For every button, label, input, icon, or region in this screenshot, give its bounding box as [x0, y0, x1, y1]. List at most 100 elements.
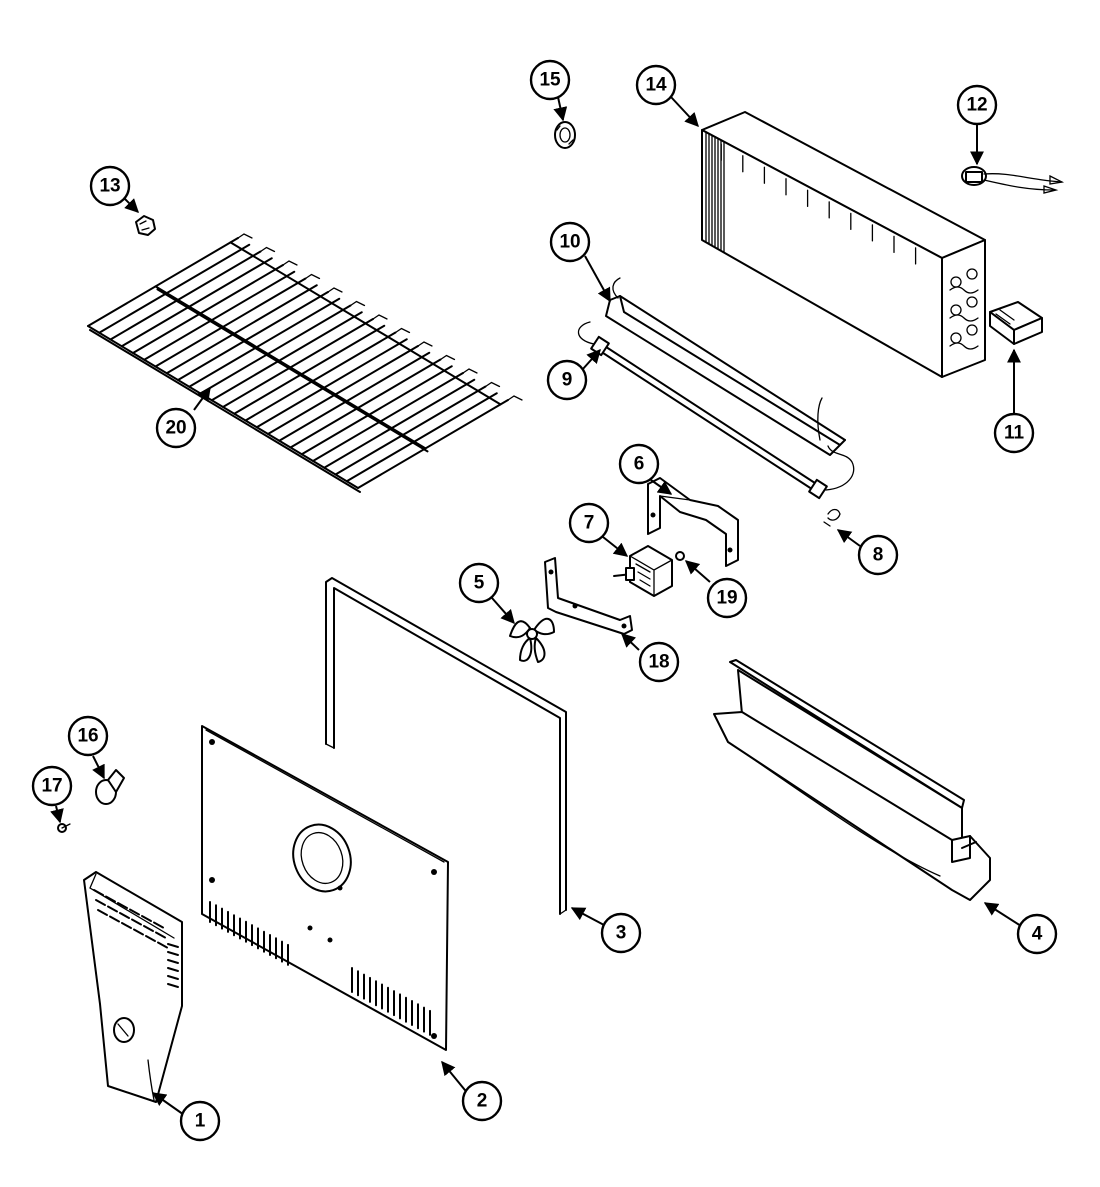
shelf-wire — [334, 385, 487, 476]
gasket — [325, 577, 567, 915]
shelf-wire — [255, 338, 408, 429]
control-knob — [95, 769, 125, 805]
shelf-wire-end — [259, 246, 276, 253]
shelf-wire — [267, 345, 419, 435]
callout-11-label: 11 — [1004, 423, 1025, 444]
shelf-wire — [98, 243, 251, 334]
shelf-wire — [132, 264, 284, 354]
defrost-heater — [577, 321, 855, 500]
defrost-trough — [605, 277, 846, 456]
shelf-wire — [323, 378, 476, 469]
callout-9-label: 9 — [562, 370, 573, 391]
cover-vent-slot — [157, 941, 168, 949]
callout-6-label: 6 — [634, 454, 645, 475]
callout-14: 14 — [635, 64, 677, 106]
cover-vent-slot — [167, 967, 179, 972]
cover-vent-slot — [95, 899, 106, 906]
shelf-clip — [135, 215, 156, 236]
shelf-wire — [143, 270, 296, 361]
shelf-wire — [87, 237, 239, 327]
shelf-wire — [244, 331, 397, 422]
cover-vent-slot — [167, 983, 179, 988]
callout-4-label: 4 — [1032, 924, 1043, 945]
callout-15-label: 15 — [539, 70, 561, 91]
shelf-wire-end — [417, 341, 433, 347]
wire-shelf — [87, 233, 523, 493]
cover-vent-slot — [167, 951, 179, 956]
shelf-wire — [345, 392, 498, 483]
cover-vent-slot — [107, 905, 118, 913]
cover-vent-slot — [143, 925, 154, 932]
callout-20-label: 20 — [165, 418, 186, 439]
cover-vent-slot — [133, 928, 144, 936]
cover-vent-slot — [167, 943, 179, 948]
callout-3: 3 — [600, 912, 642, 954]
fan-blade — [509, 618, 555, 663]
shelf-wire — [233, 324, 386, 415]
shelf-wire-end — [439, 354, 456, 361]
callout-10: 10 — [549, 221, 591, 263]
cover-vent-slot — [119, 912, 130, 919]
leader-lines — [50, 96, 1022, 1118]
motor-mount-bracket — [544, 557, 633, 635]
callout-7: 7 — [568, 502, 610, 544]
callout-1: 1 — [179, 1100, 221, 1142]
callout-6: 6 — [618, 443, 660, 485]
shelf-wire-end — [237, 233, 253, 239]
callout-2: 2 — [461, 1080, 503, 1122]
shelf-wire — [300, 365, 453, 456]
grommet — [554, 121, 576, 149]
shelf-wire — [199, 304, 352, 395]
shelf-wire — [154, 277, 307, 368]
shelf-wire — [109, 250, 262, 341]
shelf-wire — [289, 358, 442, 449]
spacer — [675, 551, 685, 561]
drip-tray — [713, 659, 991, 901]
cover-vent-slot — [117, 902, 128, 909]
shelf-wire — [177, 291, 329, 381]
cover-vent-slot — [141, 915, 152, 922]
shelf-cross-rail — [154, 285, 427, 450]
callout-11: 11 — [993, 412, 1035, 454]
callout-19-label: 19 — [716, 588, 737, 609]
cover-vent-slot — [97, 909, 108, 916]
shelf-front-rail — [89, 329, 361, 493]
callout-12-label: 12 — [966, 95, 987, 116]
callout-13: 13 — [89, 165, 131, 207]
shelf-wire — [188, 297, 341, 388]
cover-vent-slot — [167, 975, 179, 980]
evaporator — [701, 111, 986, 378]
callout-16: 16 — [67, 715, 109, 757]
shelf-wire-end — [462, 368, 478, 374]
callout-12: 12 — [956, 84, 998, 126]
fan-motor-bracket — [647, 477, 739, 567]
fan-motor — [613, 545, 673, 597]
screw — [57, 823, 71, 833]
shelf-wire — [210, 311, 363, 402]
shelf-wire-end — [304, 273, 321, 280]
callout-9: 9 — [546, 359, 588, 401]
shelf-front-rail — [87, 325, 359, 489]
callout-18-label: 18 — [648, 652, 669, 673]
callout-7-label: 7 — [584, 513, 595, 534]
cover-vent-slot — [131, 918, 142, 926]
shelf-wire — [278, 351, 431, 442]
cover-vent-slot — [109, 915, 120, 923]
defrost-thermostat — [961, 166, 1065, 194]
cover-vent-slot — [167, 959, 179, 964]
shelf-wire — [357, 399, 509, 489]
callout-5-label: 5 — [474, 573, 485, 594]
callout-8: 8 — [857, 534, 899, 576]
shelf-wire-end — [507, 395, 523, 401]
callout-14-label: 14 — [645, 75, 667, 96]
cover-vent-slot — [155, 931, 166, 939]
shelf-wire-end — [327, 287, 343, 293]
rear-panel — [201, 725, 449, 1051]
callout-19: 19 — [706, 577, 748, 619]
callout-4: 4 — [1016, 913, 1058, 955]
shelf-wire — [120, 257, 273, 348]
callout-18: 18 — [638, 641, 680, 683]
shelf-back-rail — [229, 241, 502, 406]
cover-vent-slot — [145, 935, 156, 942]
